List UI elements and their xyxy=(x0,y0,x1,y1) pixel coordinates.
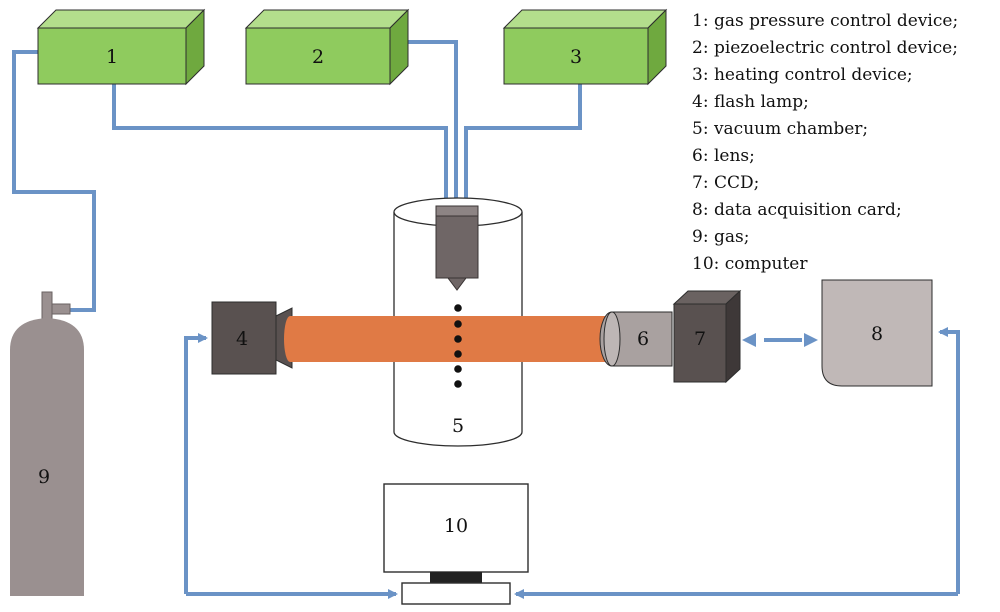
legend-item: 5: vacuum chamber; xyxy=(692,119,868,139)
wire-computer-to-daq xyxy=(938,327,960,594)
droplet xyxy=(454,320,462,328)
chamber-label: 5 xyxy=(452,415,464,437)
legend-item: 7: CCD; xyxy=(692,173,759,193)
legend-item: 2: piezoelectric control device; xyxy=(692,38,958,58)
box1-label: 1 xyxy=(106,46,118,68)
legend-item: 9: gas; xyxy=(692,227,749,247)
droplet-stream xyxy=(454,304,462,388)
wire-box1-to-nozzle xyxy=(112,82,448,210)
legend-item: 10: computer xyxy=(692,254,808,274)
box2-label: 2 xyxy=(312,46,324,68)
wire-box3-to-nozzle xyxy=(464,82,582,210)
lens: 6 xyxy=(599,311,673,367)
legend-item: 6: lens; xyxy=(692,146,755,166)
lamp-label: 4 xyxy=(236,328,248,350)
daq-label: 8 xyxy=(871,323,883,345)
computer: 10 xyxy=(383,483,529,605)
data-acquisition-card: 8 xyxy=(821,279,933,387)
ccd-camera: 7 xyxy=(672,289,742,384)
box-piezoelectric-control: 2 xyxy=(244,8,410,86)
computer-label: 10 xyxy=(444,515,468,537)
wire-computer-to-lamp xyxy=(184,333,208,594)
flash-lamp: 4 xyxy=(211,301,293,375)
box-heating-control: 3 xyxy=(502,8,668,86)
droplet xyxy=(454,365,462,373)
gas-cylinder: 9 xyxy=(10,291,84,596)
ccd-label: 7 xyxy=(694,328,706,350)
legend: 1: gas pressure control device; 2: piezo… xyxy=(692,11,958,274)
connection-wires xyxy=(12,40,960,599)
legend-item: 4: flash lamp; xyxy=(692,92,809,112)
light-beam xyxy=(284,316,616,362)
legend-item: 1: gas pressure control device; xyxy=(692,11,958,31)
droplet xyxy=(454,350,462,358)
lens-label: 6 xyxy=(637,328,649,350)
wire-box2-to-nozzle xyxy=(402,40,458,210)
arrow-to-daq xyxy=(804,333,818,347)
droplet xyxy=(454,380,462,388)
legend-item: 3: heating control device; xyxy=(692,65,913,85)
gas-label: 9 xyxy=(38,466,50,488)
arrow-to-ccd xyxy=(742,333,756,347)
legend-item: 8: data acquisition card; xyxy=(692,200,902,220)
wire-box1-to-gas xyxy=(12,50,96,312)
droplet xyxy=(454,304,462,312)
droplet xyxy=(454,335,462,343)
box-gas-pressure-control: 1 xyxy=(36,8,206,86)
box3-label: 3 xyxy=(570,46,582,68)
nozzle xyxy=(435,205,479,291)
